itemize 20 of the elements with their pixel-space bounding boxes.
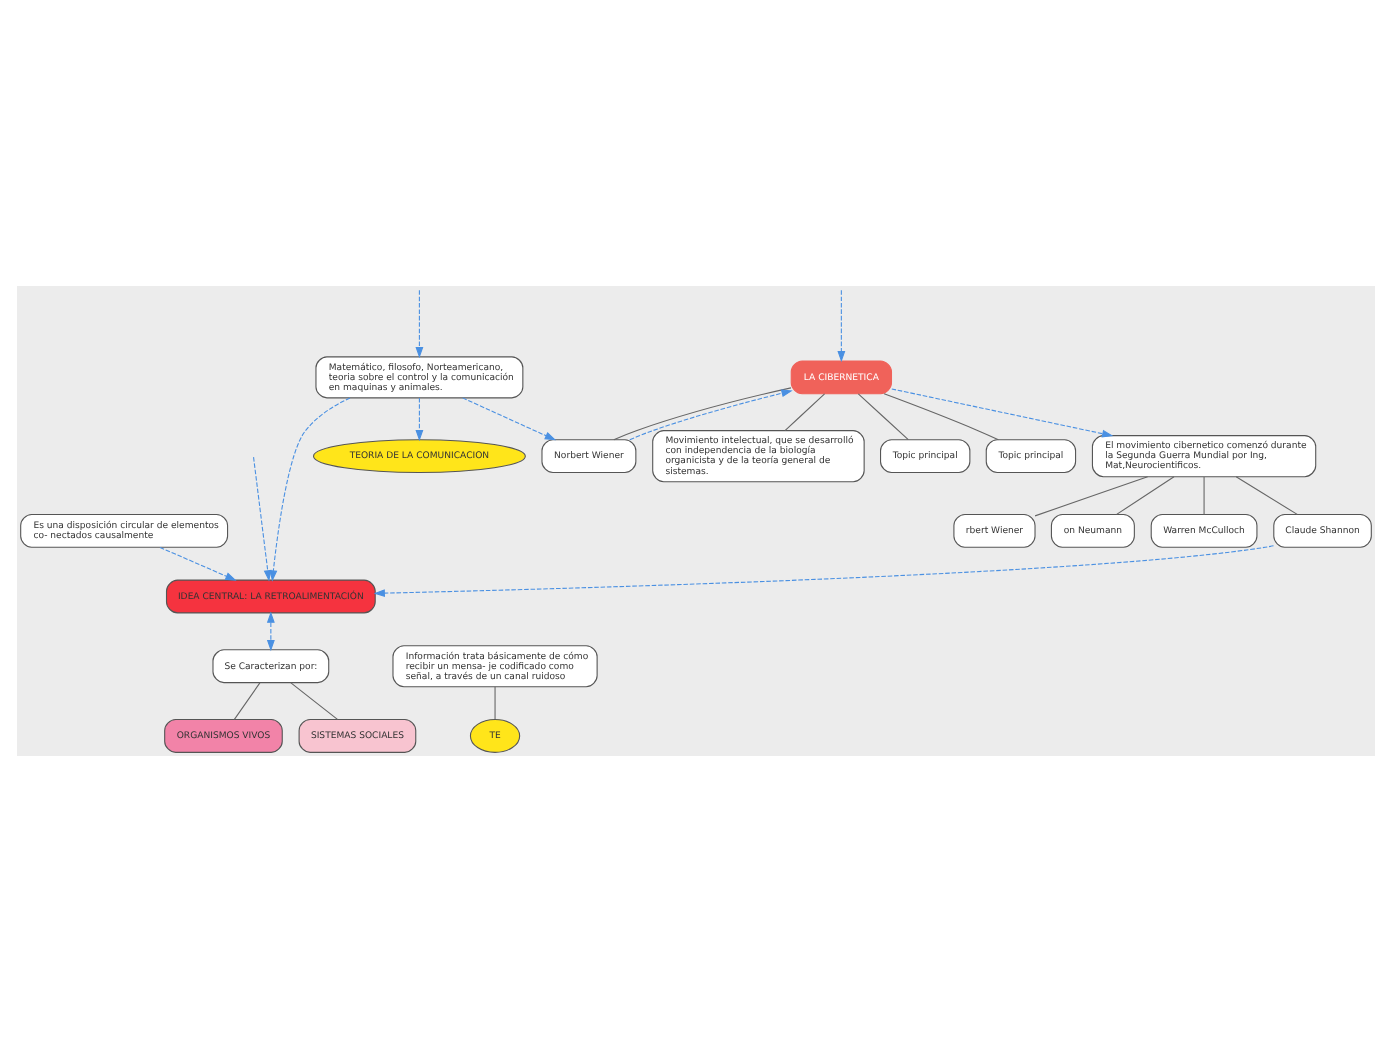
arrow <box>837 288 846 362</box>
arrow <box>891 387 1114 437</box>
arrow <box>253 455 278 581</box>
connector <box>1034 475 1149 516</box>
arrow <box>373 544 1275 597</box>
connector <box>1235 475 1298 514</box>
arrow <box>415 396 424 441</box>
connector <box>233 681 261 719</box>
arrow <box>266 610 275 651</box>
connector <box>784 392 826 431</box>
arrow <box>263 396 351 581</box>
connector <box>494 685 496 719</box>
arrow <box>415 288 424 358</box>
connector <box>290 681 338 719</box>
arrow <box>462 396 557 440</box>
arrow <box>159 545 237 580</box>
connector <box>883 392 999 440</box>
connector <box>1203 475 1205 515</box>
connector <box>1116 475 1175 514</box>
connector <box>857 392 909 440</box>
